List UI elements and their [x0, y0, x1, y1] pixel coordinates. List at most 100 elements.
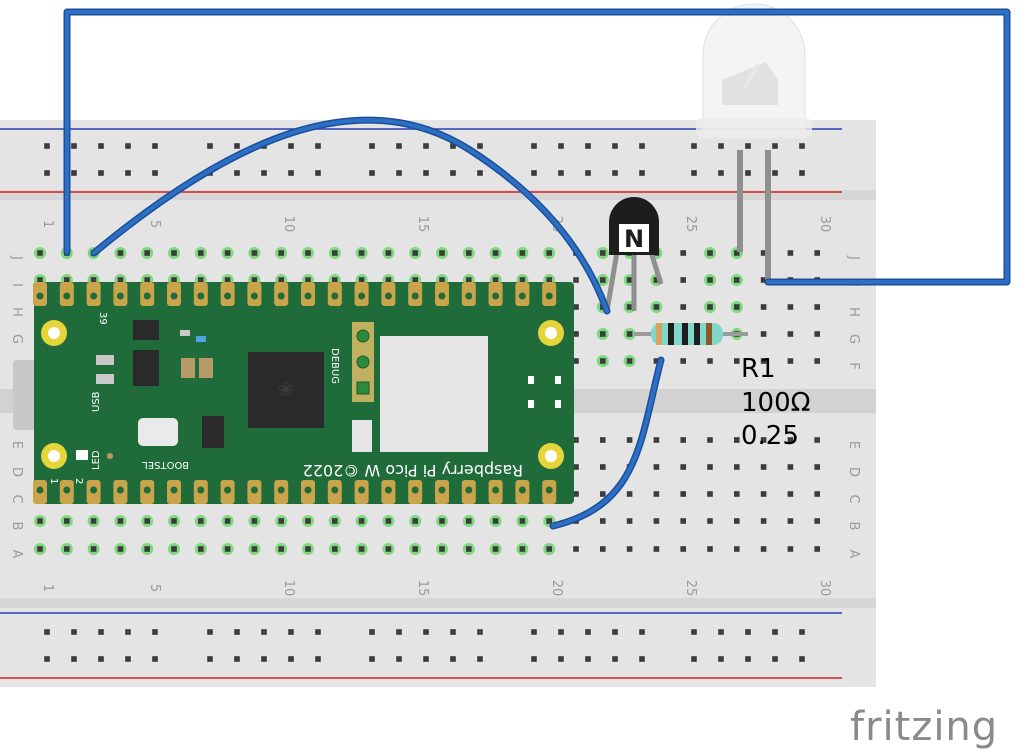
breadboard-hole [707, 546, 713, 552]
breadboard-hole [251, 546, 258, 552]
breadboard-hole [760, 491, 767, 497]
breadboard-hole [691, 656, 697, 662]
breadboard-hole [234, 656, 240, 662]
resistor-value: 100Ω [741, 388, 811, 418]
pin-39-label: 39 [97, 312, 108, 325]
breadboard-hole [626, 546, 633, 552]
breadboard-hole [152, 656, 158, 662]
breadboard-hole [261, 629, 267, 635]
breadboard-hole [412, 277, 418, 283]
breadboard-hole [332, 546, 338, 552]
breadboard-hole [332, 518, 338, 524]
breadboard-hole [492, 277, 499, 283]
breadboard-hole [234, 629, 240, 635]
breadboard-hole [546, 277, 552, 283]
breadboard-hole [680, 437, 686, 443]
breadboard-hole [707, 250, 713, 256]
breadboard-hole [477, 170, 483, 176]
breadboard-hole [585, 170, 591, 176]
fritzing-logo: fritzing [850, 704, 998, 750]
breadboard-hole [144, 277, 150, 283]
breadboard-hole [680, 518, 686, 524]
breadboard-hole [315, 143, 321, 149]
breadboard-hole [612, 143, 618, 149]
breadboard-hole [814, 331, 820, 337]
row-letter: F [846, 362, 861, 369]
breadboard-hole [37, 250, 43, 256]
row-letter: A [9, 550, 24, 559]
row-letter: G [846, 334, 861, 344]
breadboard-hole [234, 170, 240, 176]
bootsel-button[interactable] [138, 418, 178, 446]
breadboard-hole [626, 437, 633, 443]
breadboard-hole [423, 629, 429, 635]
breadboard-hole [707, 518, 713, 524]
breadboard-hole [385, 277, 392, 283]
breadboard-hole [653, 464, 660, 470]
breadboard-hole [519, 546, 526, 552]
breadboard-hole [799, 143, 805, 149]
breadboard-hole [814, 518, 820, 524]
breadboard-hole [573, 464, 579, 470]
breadboard-hole [707, 304, 713, 310]
breadboard-hole [44, 656, 50, 662]
breadboard-hole [760, 437, 767, 443]
breadboard-hole [600, 358, 606, 364]
breadboard-hole [117, 518, 124, 524]
breadboard-hole [558, 656, 564, 662]
breadboard-hole [288, 170, 294, 176]
board-name-label: Raspberry Pi Pico W ©2022 [303, 461, 523, 480]
breadboard-hole [734, 250, 740, 256]
breadboard-hole [707, 491, 713, 497]
breadboard-hole [492, 518, 499, 524]
breadboard-hole [288, 629, 294, 635]
transistor-leg-right [648, 251, 664, 285]
breadboard-hole [546, 250, 552, 256]
breadboard-hole [207, 629, 213, 635]
breadboard-hole [117, 250, 124, 256]
row-letter: C [9, 494, 24, 503]
transistor-symbol: N [624, 225, 644, 253]
breadboard-hole [98, 629, 104, 635]
breadboard-hole [439, 518, 445, 524]
breadboard-hole [680, 464, 686, 470]
breadboard-hole [278, 518, 284, 524]
breadboard-hole [144, 250, 150, 256]
breadboard-divider-top [0, 190, 876, 200]
breadboard-hole [734, 437, 740, 443]
column-number: 25 [683, 580, 698, 597]
breadboard-hole [760, 331, 767, 337]
breadboard-hole [450, 143, 456, 149]
raspberry-logo-icon: ❀ [278, 377, 295, 401]
breadboard-hole [787, 304, 794, 310]
breadboard-hole [745, 170, 751, 176]
breadboard-hole [600, 546, 606, 552]
breadboard-hole [198, 546, 204, 552]
breadboard-hole [37, 277, 43, 283]
breadboard-hole [423, 170, 429, 176]
breadboard-hole [198, 277, 204, 283]
column-number: 5 [147, 220, 162, 228]
breadboard-hole [585, 629, 591, 635]
column-number: 5 [147, 584, 162, 592]
breadboard-hole [466, 250, 472, 256]
breadboard-hole [519, 518, 526, 524]
breadboard-hole [37, 518, 43, 524]
pin-2-label: 2 [73, 478, 84, 484]
breadboard-hole [358, 250, 365, 256]
breadboard-hole [369, 629, 375, 635]
breadboard-hole [718, 629, 724, 635]
breadboard-hole [224, 277, 231, 283]
breadboard-holes [34, 143, 820, 662]
row-letter: E [9, 441, 24, 449]
breadboard-hole [278, 250, 284, 256]
breadboard-hole [814, 358, 820, 364]
breadboard-hole [814, 491, 820, 497]
breadboard-hole [558, 143, 564, 149]
breadboard-hole [718, 170, 724, 176]
smd-module [352, 420, 372, 452]
breadboard-hole [152, 143, 158, 149]
breadboard-hole [772, 170, 778, 176]
